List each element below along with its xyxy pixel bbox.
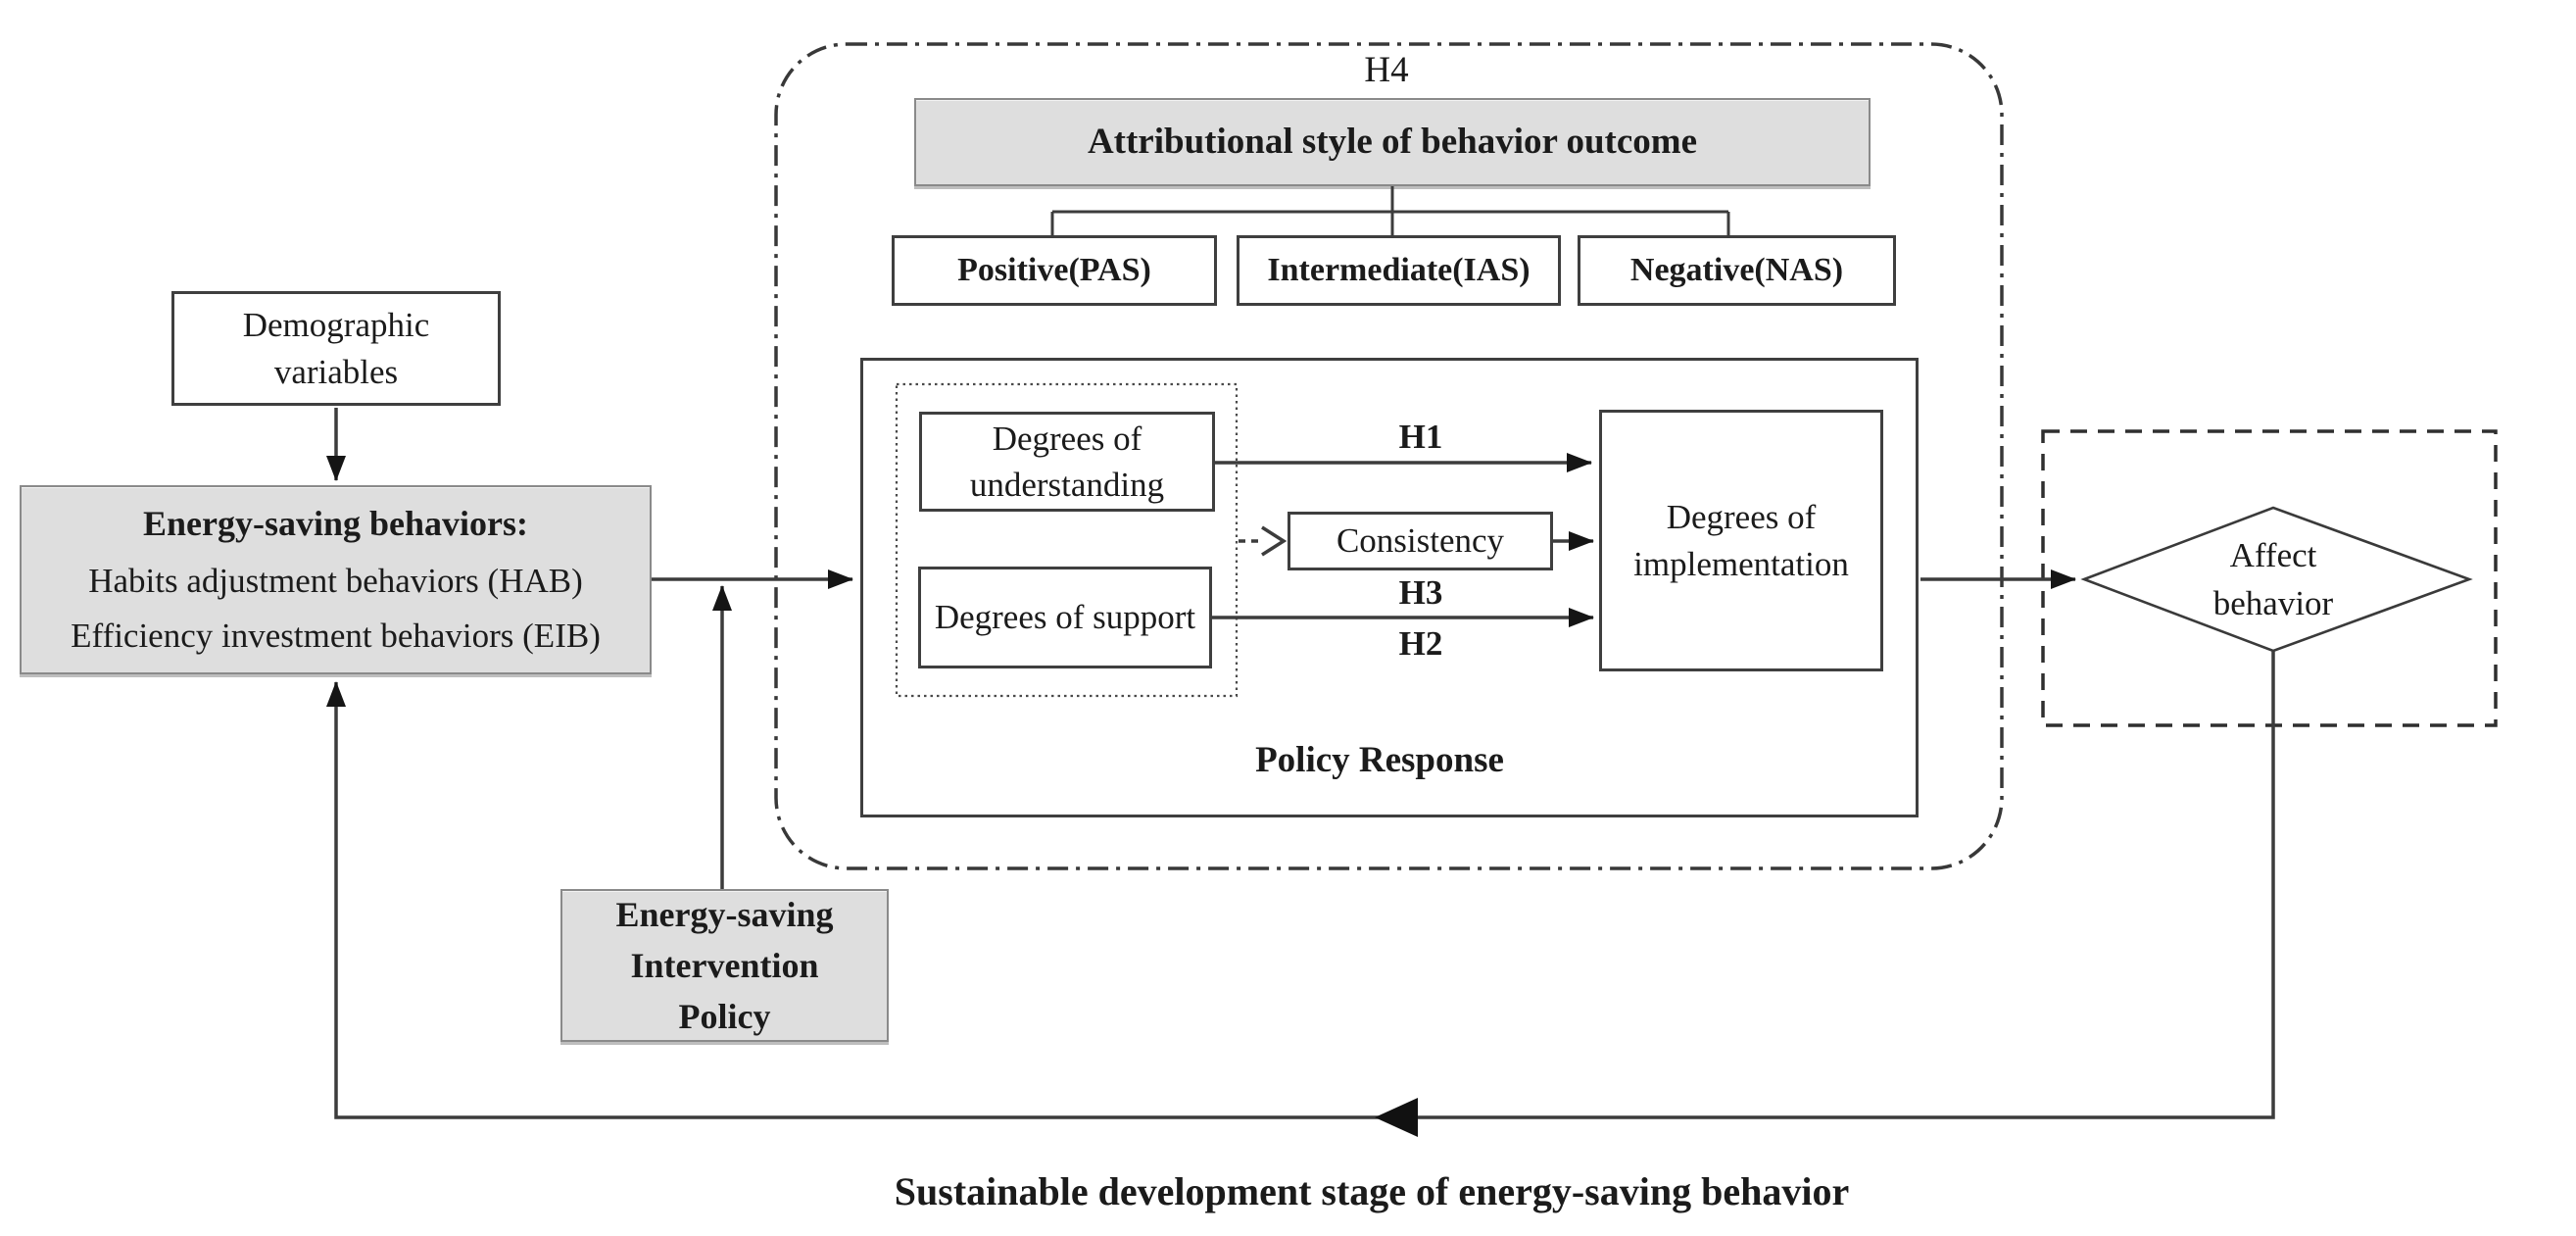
affect-behavior-label: Affect behavior	[2175, 530, 2371, 628]
intervention-policy-box: Energy-saving Intervention Policy	[560, 889, 889, 1042]
energy-behaviors-item-eib: Efficiency investment behaviors (EIB)	[71, 617, 601, 656]
degrees-of-support-label: Degrees of support	[934, 598, 1196, 637]
energy-behaviors-item-hab: Habits adjustment behaviors (HAB)	[88, 561, 583, 600]
h1-label: H1	[1398, 418, 1443, 456]
degrees-of-support-box: Degrees of support	[918, 567, 1212, 668]
attributional-style-box: Attributional style of behavior outcome	[914, 98, 1871, 186]
intermediate-ias-box: Intermediate(IAS)	[1237, 235, 1561, 306]
energy-behaviors-title: Energy-saving behaviors:	[142, 504, 528, 544]
consistency-box: Consistency	[1288, 512, 1553, 570]
degrees-of-understanding-label: Degrees of understanding	[969, 419, 1165, 504]
figure-caption: Sustainable development stage of energy-…	[894, 1168, 1850, 1213]
demographic-variables-label: Demographic variables	[242, 306, 430, 391]
feedback-left-arrowhead	[1375, 1098, 1418, 1137]
h2-label: H2	[1398, 624, 1443, 663]
h4-label: H4	[1364, 49, 1409, 90]
attribution-tree-connector	[1050, 186, 1730, 238]
intervention-policy-label: Energy-saving Intervention Policy	[615, 894, 834, 1037]
affect-behavior-text: Affect behavior	[2212, 536, 2334, 622]
degrees-of-understanding-box: Degrees of understanding	[919, 412, 1215, 512]
policy-response-label: Policy Response	[1255, 739, 1504, 780]
energy-behaviors-box: Energy-saving behaviors: Habits adjustme…	[20, 485, 652, 674]
demographic-variables-box: Demographic variables	[171, 291, 501, 406]
degrees-of-implementation-box: Degrees of implementation	[1599, 410, 1883, 671]
h3-label: H3	[1398, 573, 1443, 612]
negative-nas-box: Negative(NAS)	[1578, 235, 1896, 306]
positive-pas-box: Positive(PAS)	[892, 235, 1217, 306]
degrees-of-implementation-label: Degrees of implementation	[1633, 498, 1849, 583]
